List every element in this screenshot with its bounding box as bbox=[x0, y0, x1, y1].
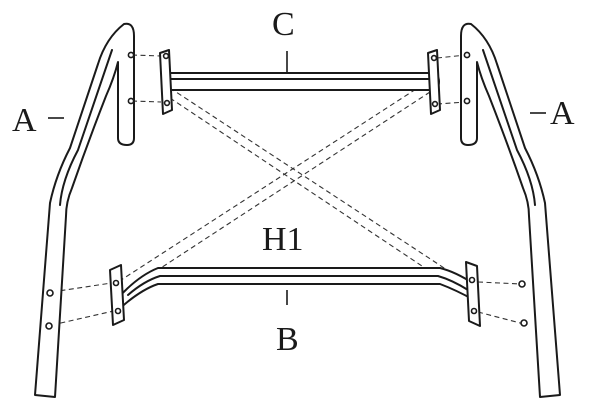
bottom-crossbar-right-hole-1 bbox=[468, 276, 476, 284]
right-frame-tube bbox=[460, 22, 561, 398]
bottom-crossbar-highlight bbox=[127, 275, 469, 296]
bottom-crossbar-right-hole-2 bbox=[470, 307, 478, 315]
left-frame-hole-4 bbox=[45, 322, 53, 330]
top-crossbar-right-hole-2 bbox=[431, 100, 439, 108]
label-top-bar: C bbox=[272, 6, 295, 43]
dash-cross-2 bbox=[169, 97, 471, 299]
top-crossbar-left-bracket bbox=[159, 49, 173, 115]
top-crossbar-right-bracket bbox=[427, 49, 441, 115]
bottom-crossbar-right-bracket bbox=[465, 261, 481, 327]
bottom-crossbar-tube bbox=[117, 267, 475, 311]
label-frame-right: A bbox=[550, 95, 575, 132]
dash-left-top-2 bbox=[131, 100, 162, 103]
bottom-crossbar bbox=[109, 261, 481, 327]
right-frame-hole-3 bbox=[518, 280, 526, 288]
label-center: H1 bbox=[262, 221, 304, 258]
top-crossbar-right-hole-1 bbox=[430, 54, 438, 62]
left-frame-tube bbox=[34, 22, 135, 398]
dash-right-top-1 bbox=[436, 54, 467, 59]
right-frame-inner-line bbox=[482, 49, 536, 206]
top-crossbar bbox=[159, 49, 441, 115]
label-bottom-bar: B bbox=[276, 321, 299, 358]
left-frame-hole-3 bbox=[46, 289, 54, 297]
bottom-crossbar-left-bracket bbox=[109, 264, 125, 326]
leader-lines bbox=[48, 51, 546, 305]
left-frame bbox=[34, 22, 135, 398]
right-frame-hole-1 bbox=[463, 51, 471, 59]
left-frame-hole-2 bbox=[127, 97, 135, 105]
label-frame-left: A bbox=[12, 102, 37, 139]
left-frame-hole-1 bbox=[127, 51, 135, 59]
top-crossbar-tube bbox=[162, 72, 440, 91]
right-frame-hole-2 bbox=[463, 97, 471, 105]
dash-left-bottom-2 bbox=[51, 309, 119, 326]
dash-right-bottom-2 bbox=[477, 311, 525, 325]
bottom-crossbar-left-hole-1 bbox=[112, 279, 120, 287]
dash-cross-4 bbox=[117, 91, 431, 297]
right-frame-hole-4 bbox=[520, 319, 528, 327]
dash-cross-1 bbox=[169, 87, 471, 286]
top-crossbar-left-hole-2 bbox=[163, 99, 171, 107]
left-frame-inner-line bbox=[59, 49, 113, 206]
dash-cross-3 bbox=[117, 79, 431, 283]
bottom-crossbar-left-hole-2 bbox=[114, 307, 122, 315]
dash-right-bottom-1 bbox=[477, 281, 523, 285]
alignment-dashed-lines bbox=[51, 54, 525, 326]
top-crossbar-left-hole-1 bbox=[162, 52, 170, 60]
right-frame bbox=[460, 22, 561, 398]
dash-left-bottom-1 bbox=[51, 281, 119, 293]
dash-left-top-1 bbox=[131, 54, 162, 57]
dash-right-top-2 bbox=[436, 101, 467, 105]
